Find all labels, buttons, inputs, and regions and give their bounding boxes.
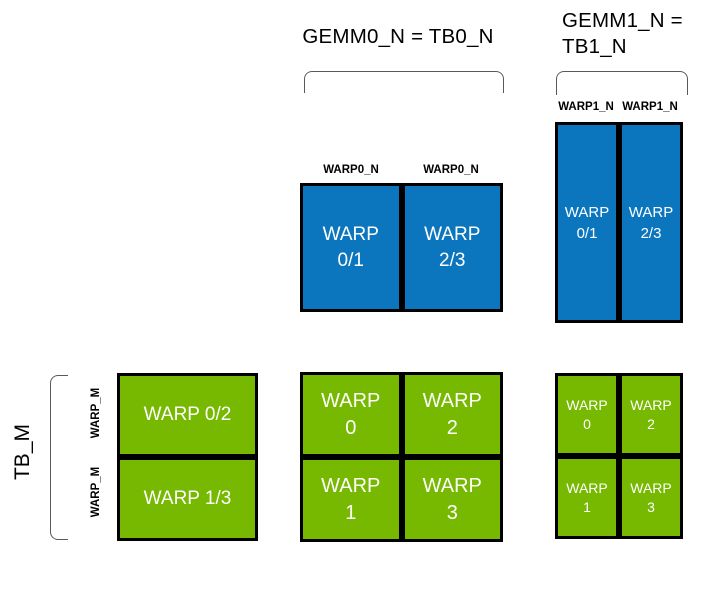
gemm0-n-warp-box: WARP 0/1 WARP 2/3 [300, 183, 503, 312]
warp-m-label-top: WARP_M [90, 387, 102, 439]
gemm1-n-header-line1: GEMM1_N = [562, 9, 683, 32]
gemm1-warp-grid-box: WARP 0 WARP 2 WARP 1 WARP 3 [555, 373, 683, 539]
cell-label-line1: WARP [422, 474, 482, 497]
gemm1-n-warp-box: WARP 0/1 WARP 2/3 [555, 122, 683, 323]
cell-label-line1: WARP [322, 223, 379, 245]
tb-m-label: TB_M [11, 424, 34, 481]
cell-label-line2: 0/1 [576, 224, 598, 242]
cell-label-line2: 3 [647, 498, 655, 515]
gemm0-n-header: GEMM0_N = TB0_N [302, 25, 494, 48]
gemm0-warp1-cell: WARP 1 [300, 457, 402, 542]
cell-label-line2: 2 [647, 415, 655, 432]
gemm1-n-warp23-cell: WARP 2/3 [619, 122, 683, 323]
cell-label-line1: WARP [422, 389, 482, 412]
gemm1-n-header: GEMM1_N = TB1_N [562, 8, 683, 60]
cell-label-line2: 0 [345, 416, 357, 439]
cell-label-line2: 1 [345, 501, 357, 524]
gemm0-warp0-cell: WARP 0 [300, 372, 402, 457]
cell-label-line1: WARP [566, 396, 608, 413]
warp1-n-label-left: WARP1_N [558, 101, 614, 113]
tb-m-bracket [50, 375, 68, 540]
cell-label-line2: 1 [583, 498, 591, 515]
tb-m-warp-box: WARP 0/2 WARP 1/3 [117, 373, 258, 541]
warp0-n-label-left: WARP0_N [323, 164, 379, 176]
cell-label-line1: WARP [321, 474, 381, 497]
gemm1-n-header-line2: TB1_N [562, 35, 627, 58]
gemm0-warp-grid-box: WARP 0 WARP 2 WARP 1 WARP 3 [300, 372, 503, 542]
gemm1-warp3-cell: WARP 3 [619, 456, 683, 539]
gemm0-warp2-cell: WARP 2 [401, 372, 503, 457]
gemm0-n-warp23-cell: WARP 2/3 [401, 183, 503, 312]
tb-m-warp02-cell: WARP 0/2 [117, 373, 258, 457]
cell-label-line2: 2/3 [640, 224, 662, 242]
tb-m-warp13-cell: WARP 1/3 [117, 457, 258, 541]
cell-label-line2: 2/3 [439, 249, 466, 271]
cell-label-line1: WARP [628, 203, 674, 221]
cell-label-line1: WARP [630, 396, 672, 413]
cell-label-line1: WARP [630, 479, 672, 496]
gemm1-warp0-cell: WARP 0 [555, 373, 619, 456]
cell-label-line1: WARP [566, 479, 608, 496]
gemm1-n-bracket [556, 71, 688, 95]
cell-label-line2: 3 [446, 501, 458, 524]
gemm1-warp1-cell: WARP 1 [555, 456, 619, 539]
gemm0-n-bracket [304, 71, 504, 93]
cell-label-line1: WARP [424, 223, 481, 245]
cell-label-line1: WARP [564, 203, 610, 221]
cell-label-line1: WARP [321, 389, 381, 412]
cell-label-line2: 0 [583, 415, 591, 432]
gemm1-n-warp01-cell: WARP 0/1 [555, 122, 619, 323]
cell-label-line2: 2 [446, 416, 458, 439]
warp1-n-label-right: WARP1_N [622, 101, 678, 113]
cell-label-line2: 0/1 [337, 249, 364, 271]
gemm0-n-warp01-cell: WARP 0/1 [300, 183, 402, 312]
gemm1-warp2-cell: WARP 2 [619, 373, 683, 456]
gemm0-warp3-cell: WARP 3 [401, 457, 503, 542]
warp0-n-label-right: WARP0_N [423, 164, 479, 176]
warp-m-label-bottom: WARP_M [90, 466, 102, 518]
